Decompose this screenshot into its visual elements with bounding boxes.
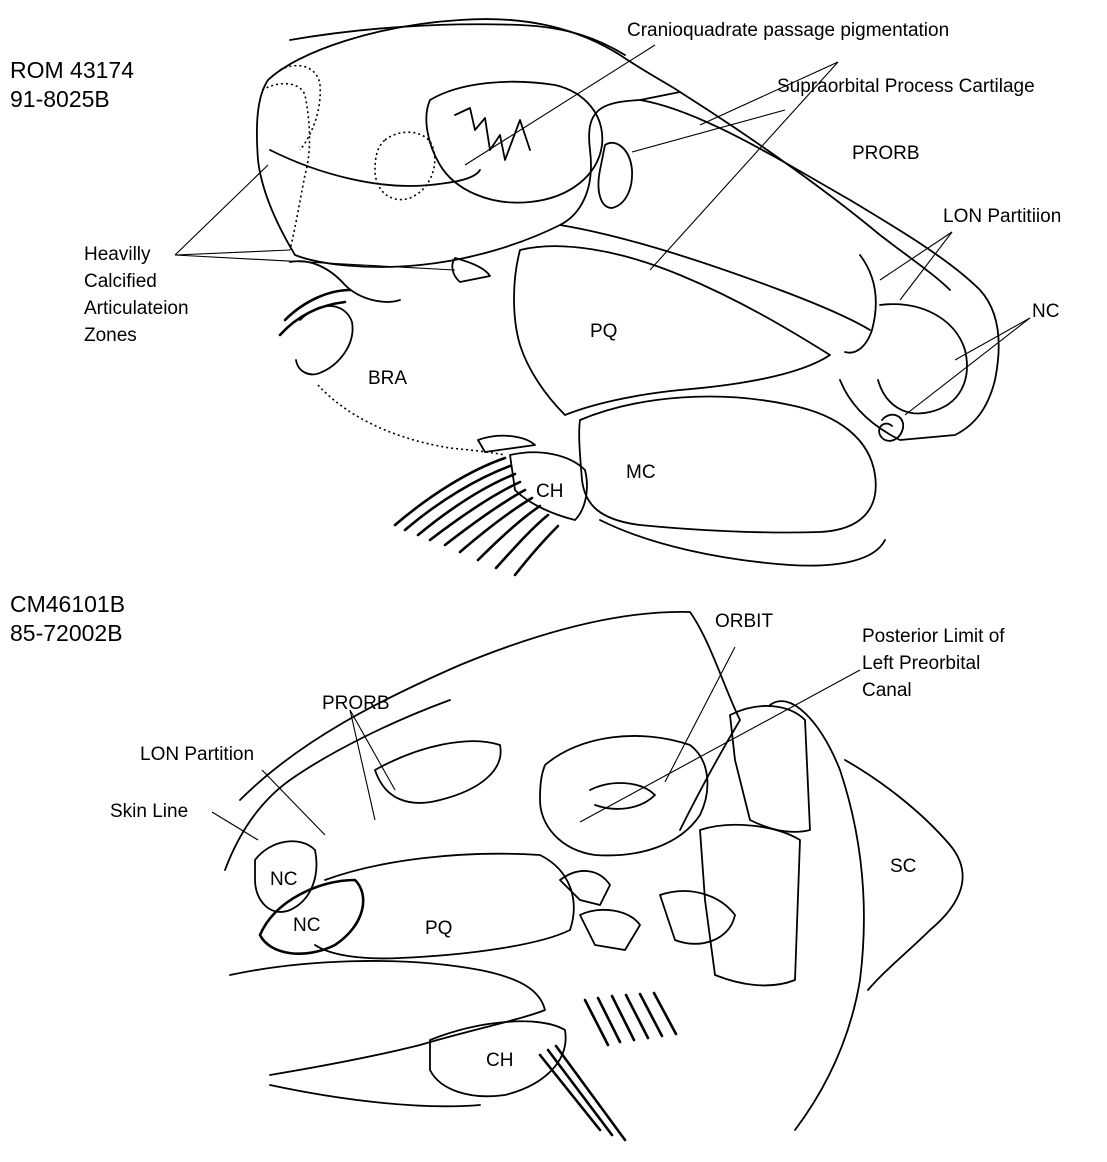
top-supraorbital-cartilage [599,143,633,208]
label-posterior-limit-line-2: Left Preorbital [862,652,980,676]
top-branchial-ray-1 [285,290,350,320]
top-calcified-zone-2 [280,66,320,150]
bottom-palatoquadrate [315,854,574,959]
bottom-cranial-blocks [730,706,810,832]
bottom-orbit [540,736,707,855]
label-calcified-line-3: Articulateion [84,297,189,321]
label-top-bra: BRA [368,367,407,391]
top-jaw-lower-edge [600,520,885,566]
bottom-posterior-fragments [560,871,610,905]
top-specimen-number: 91-8025B [10,85,110,113]
top-specimen-drawing [257,19,999,575]
label-bottom-lon-partition: LON Partition [140,743,254,767]
label-bottom-prorb: PRORB [322,692,390,716]
bottom-specimen-id: CM46101B [10,590,125,618]
label-posterior-limit-line-3: Canal [862,679,912,703]
bottom-scapulocoracoid [770,701,864,1130]
label-bottom-orbit: ORBIT [715,610,773,634]
top-specimen-id: ROM 43174 [10,56,134,84]
top-branchial-dotted-outline [318,385,505,455]
top-nostril-swirl [879,415,903,441]
label-bottom-nc-1: NC [270,868,297,892]
label-bottom-nc-2: NC [293,914,320,938]
bottom-preorbital-canal [375,741,501,803]
label-cranioquadrate-pigmentation: Cranioquadrate passage pigmentation [627,19,949,43]
label-top-lon-partition: LON Partitiion [943,205,1061,229]
label-bottom-pq: PQ [425,917,452,941]
bottom-cranial-block-2 [700,825,800,986]
label-skin-line: Skin Line [110,800,188,824]
top-articulation-2 [452,258,490,282]
bottom-gill-rays [540,993,676,1140]
label-calcified-line-2: Calcified [84,270,157,294]
bottom-fragments-2 [580,910,640,950]
top-nasal-capsule [878,304,967,413]
label-top-nc: NC [1032,300,1059,324]
bottom-fragments-3 [660,891,735,944]
label-top-ch: CH [536,480,563,504]
top-orbit-pigment [455,108,530,160]
bottom-specimen-number: 85-72002B [10,619,123,647]
label-supraorbital-cartilage: Supraorbital Process Cartilage [777,75,1035,99]
bottom-skull-roof [240,612,740,830]
label-top-prorb: PRORB [852,142,920,166]
top-palatoquadrate [514,246,830,415]
label-calcified-line-1: Heavilly [84,243,151,267]
label-top-mc: MC [626,461,656,485]
top-lon-partition [845,255,876,353]
top-posterior-articulation [478,436,535,452]
top-meckels-cartilage [579,397,876,533]
top-orbit [426,82,602,203]
top-calcified-zone-3 [375,132,435,199]
label-calcified-line-4: Zones [84,324,137,348]
label-bottom-sc: SC [890,855,916,879]
top-prorb-canal [560,225,870,330]
top-roof-ridge [290,24,625,55]
label-top-pq: PQ [590,320,617,344]
top-calcified-zone-1 [262,84,310,250]
top-gill-rays [395,458,558,575]
label-posterior-limit-line-1: Posterior Limit of [862,625,1005,649]
label-bottom-ch: CH [486,1049,513,1073]
